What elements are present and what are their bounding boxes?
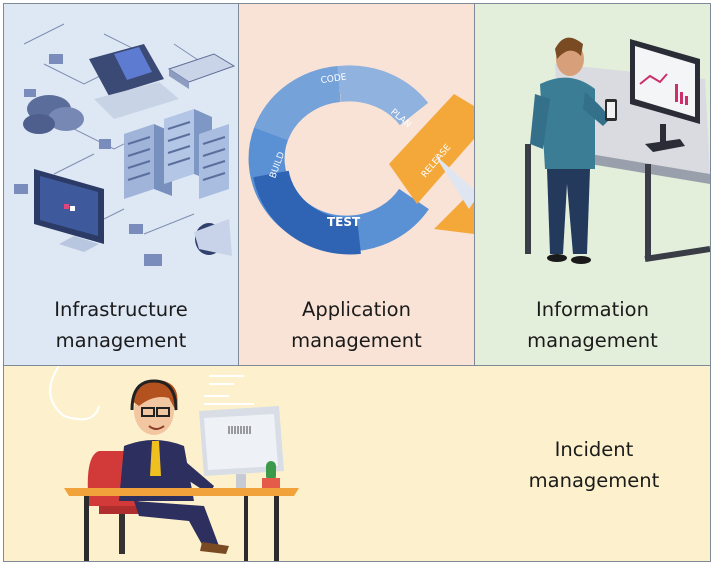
infrastructure-label-line2: management <box>55 329 187 352</box>
cactus-icon <box>262 461 280 488</box>
incident-label-line2: management <box>528 469 660 492</box>
laptop-icon <box>89 44 179 119</box>
infrastructure-label: Infrastructure management <box>4 294 238 356</box>
analyst-illustration <box>525 37 710 264</box>
man-icon <box>530 37 617 264</box>
information-panel: Information management <box>474 3 711 366</box>
information-label-line1: Information <box>536 298 649 321</box>
application-label-line1: Application <box>302 298 411 321</box>
monitor-icon <box>34 169 104 252</box>
support-agent-illustration <box>49 366 299 561</box>
incident-label-line1: Incident <box>554 438 634 461</box>
cloud-icon <box>23 95 84 134</box>
computer-monitor-icon <box>199 406 284 488</box>
server-racks-icon <box>124 109 229 199</box>
application-label: Application management <box>239 294 474 356</box>
information-label: Information management <box>475 294 710 356</box>
devops-loop-illustration: CODE PLAN BUILD TEST RELEASE <box>248 65 474 255</box>
incident-label: Incident management <box>484 434 704 496</box>
cycle-label-test: TEST <box>327 215 361 229</box>
briefcase-icon <box>167 53 236 89</box>
agent-icon <box>119 379 229 554</box>
megaphone-icon <box>194 219 232 256</box>
datacenter-illustration <box>14 23 236 266</box>
application-label-line2: management <box>291 329 422 352</box>
incident-panel: Incident management <box>3 365 711 562</box>
cycle-label-code: CODE <box>320 73 347 87</box>
dashboard-monitor-icon <box>630 39 700 152</box>
infrastructure-panel: Infrastructure management <box>3 3 239 366</box>
infrastructure-label-line1: Infrastructure <box>54 298 188 321</box>
desk-icon <box>64 488 299 561</box>
information-label-line2: management <box>527 329 658 352</box>
application-panel: CODE PLAN BUILD TEST RELEASE Application… <box>238 3 475 366</box>
